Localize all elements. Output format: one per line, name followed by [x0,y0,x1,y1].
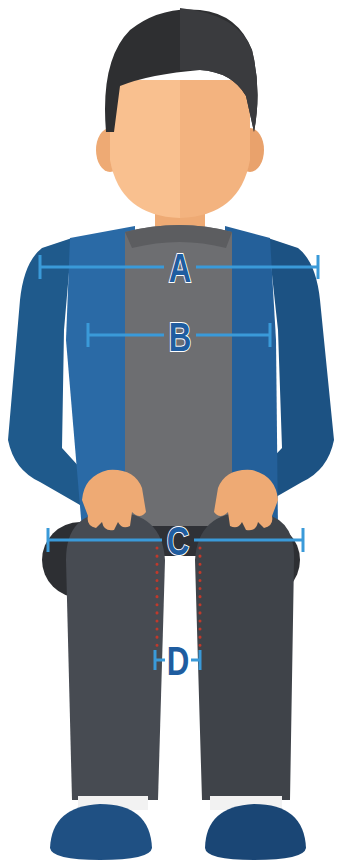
right-hand [214,470,278,531]
measurement-lines [40,255,318,670]
right-shoe [205,804,306,860]
guide-line [199,548,202,650]
hair-shade [180,8,258,132]
feet [50,796,306,860]
face-right [180,80,250,218]
shirt-collar [125,225,232,248]
guide-line [156,548,159,650]
right-leg [195,512,294,800]
head [96,8,264,218]
measurement-letter: A [169,248,192,288]
left-leg [66,512,165,800]
measurement-letter: B [169,317,192,357]
face-left [110,80,180,218]
left-shoe [50,804,152,860]
measurement-letter: D [167,641,190,681]
inseam-guides [157,548,200,650]
legs [66,512,294,800]
left-hand [82,470,146,531]
measurement-letter: C [167,521,190,561]
